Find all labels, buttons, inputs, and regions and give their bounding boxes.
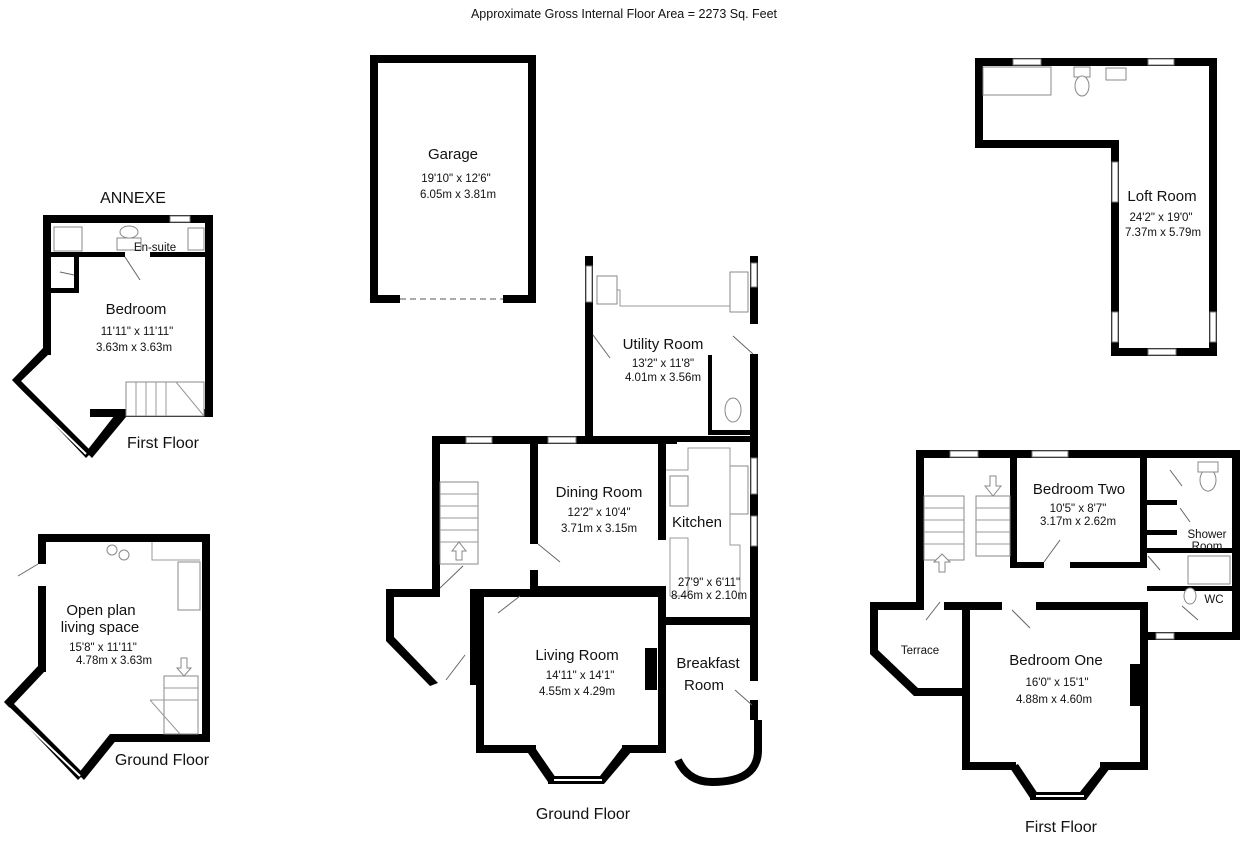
- garage-metric: 6.05m x 3.81m: [420, 189, 496, 201]
- utility-room-metric: 4.01m x 3.56m: [625, 372, 701, 384]
- kitchen-imperial: 27'9" x 6'11": [678, 577, 740, 589]
- annexe-bedroom-label: Bedroom: [106, 301, 167, 318]
- bedroom-two-metric: 3.17m x 2.62m: [1040, 516, 1116, 528]
- bedroom-one-imperial: 16'0" x 15'1": [1025, 677, 1088, 689]
- annexe-bedroom-imperial: 11'11" x 11'11": [101, 326, 173, 338]
- main-ground-floor-caption: Ground Floor: [536, 806, 631, 823]
- annexe-ground-floor-caption: Ground Floor: [115, 752, 210, 769]
- breakfast-room-label-1: Breakfast: [676, 655, 740, 672]
- dining-room-metric: 3.71m x 3.15m: [561, 523, 637, 535]
- open-plan-metric: 4.78m x 3.63m: [76, 655, 152, 667]
- gross-area-title: Approximate Gross Internal Floor Area = …: [471, 7, 778, 21]
- kitchen-label: Kitchen: [672, 514, 722, 531]
- annexe-title: ANNEXE: [100, 190, 166, 207]
- shower-room-label-2: Room: [1192, 541, 1223, 553]
- bedroom-two-label: Bedroom Two: [1033, 481, 1125, 498]
- dining-room-label: Dining Room: [556, 484, 643, 501]
- loft-room-label: Loft Room: [1127, 188, 1196, 205]
- garage-imperial: 19'10" x 12'6": [421, 173, 490, 185]
- annexe-bedroom-metric: 3.63m x 3.63m: [96, 342, 172, 354]
- living-room-metric: 4.55m x 4.29m: [539, 686, 615, 698]
- main-first-floor-plan: [870, 450, 1240, 800]
- kitchen-metric: 8.46m x 2.10m: [671, 590, 747, 602]
- open-plan-imperial: 15'8" x 11'11": [69, 642, 137, 654]
- main-first-floor-caption: First Floor: [1025, 819, 1098, 836]
- living-room-label: Living Room: [535, 647, 618, 664]
- open-plan-label-2: living space: [61, 619, 139, 636]
- garage-label: Garage: [428, 146, 478, 163]
- main-ground-floor-plan: [386, 256, 762, 787]
- living-room-imperial: 14'11" x 14'1": [546, 670, 615, 682]
- bedroom-one-metric: 4.88m x 4.60m: [1016, 694, 1092, 706]
- breakfast-room-label-2: Room: [684, 677, 724, 694]
- loft-room-imperial: 24'2" x 19'0": [1129, 212, 1192, 224]
- loft-room-plan: [975, 58, 1217, 356]
- open-plan-label-1: Open plan: [66, 602, 135, 619]
- utility-room-imperial: 13'2" x 11'8": [632, 358, 694, 370]
- bedroom-two-imperial: 10'5" x 8'7": [1050, 503, 1107, 515]
- ensuite-label: En-suite: [134, 242, 176, 254]
- annexe-first-floor-caption: First Floor: [127, 435, 200, 452]
- terrace-label: Terrace: [901, 645, 939, 657]
- bedroom-one-label: Bedroom One: [1009, 652, 1102, 669]
- loft-room-metric: 7.37m x 5.79m: [1125, 227, 1201, 239]
- utility-room-label: Utility Room: [623, 336, 704, 353]
- dining-room-imperial: 12'2" x 10'4": [567, 507, 630, 519]
- garage-plan: [370, 55, 536, 303]
- annexe-ground-floor-plan: [4, 534, 210, 780]
- shower-room-label-1: Shower: [1188, 529, 1227, 541]
- annexe-first-floor-plan: [12, 215, 213, 458]
- wc-label: WC: [1204, 594, 1223, 606]
